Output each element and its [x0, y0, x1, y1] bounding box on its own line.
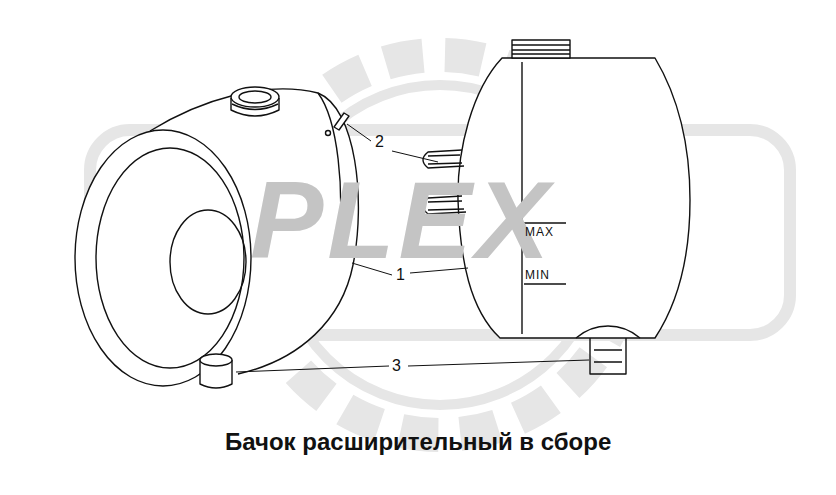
hose-pin: [334, 113, 349, 130]
leader-lines: [236, 124, 589, 372]
level-mark: MAX: [525, 226, 554, 238]
caption: Бачок расширительный в сборе: [225, 430, 611, 454]
callout-number: 2: [375, 134, 384, 150]
level-mark: MIN: [525, 269, 550, 281]
watermark-text: PLEX: [250, 165, 553, 275]
callout-number: 1: [396, 267, 405, 283]
callout-number: 3: [392, 358, 401, 374]
sleeve-part: [200, 354, 232, 388]
